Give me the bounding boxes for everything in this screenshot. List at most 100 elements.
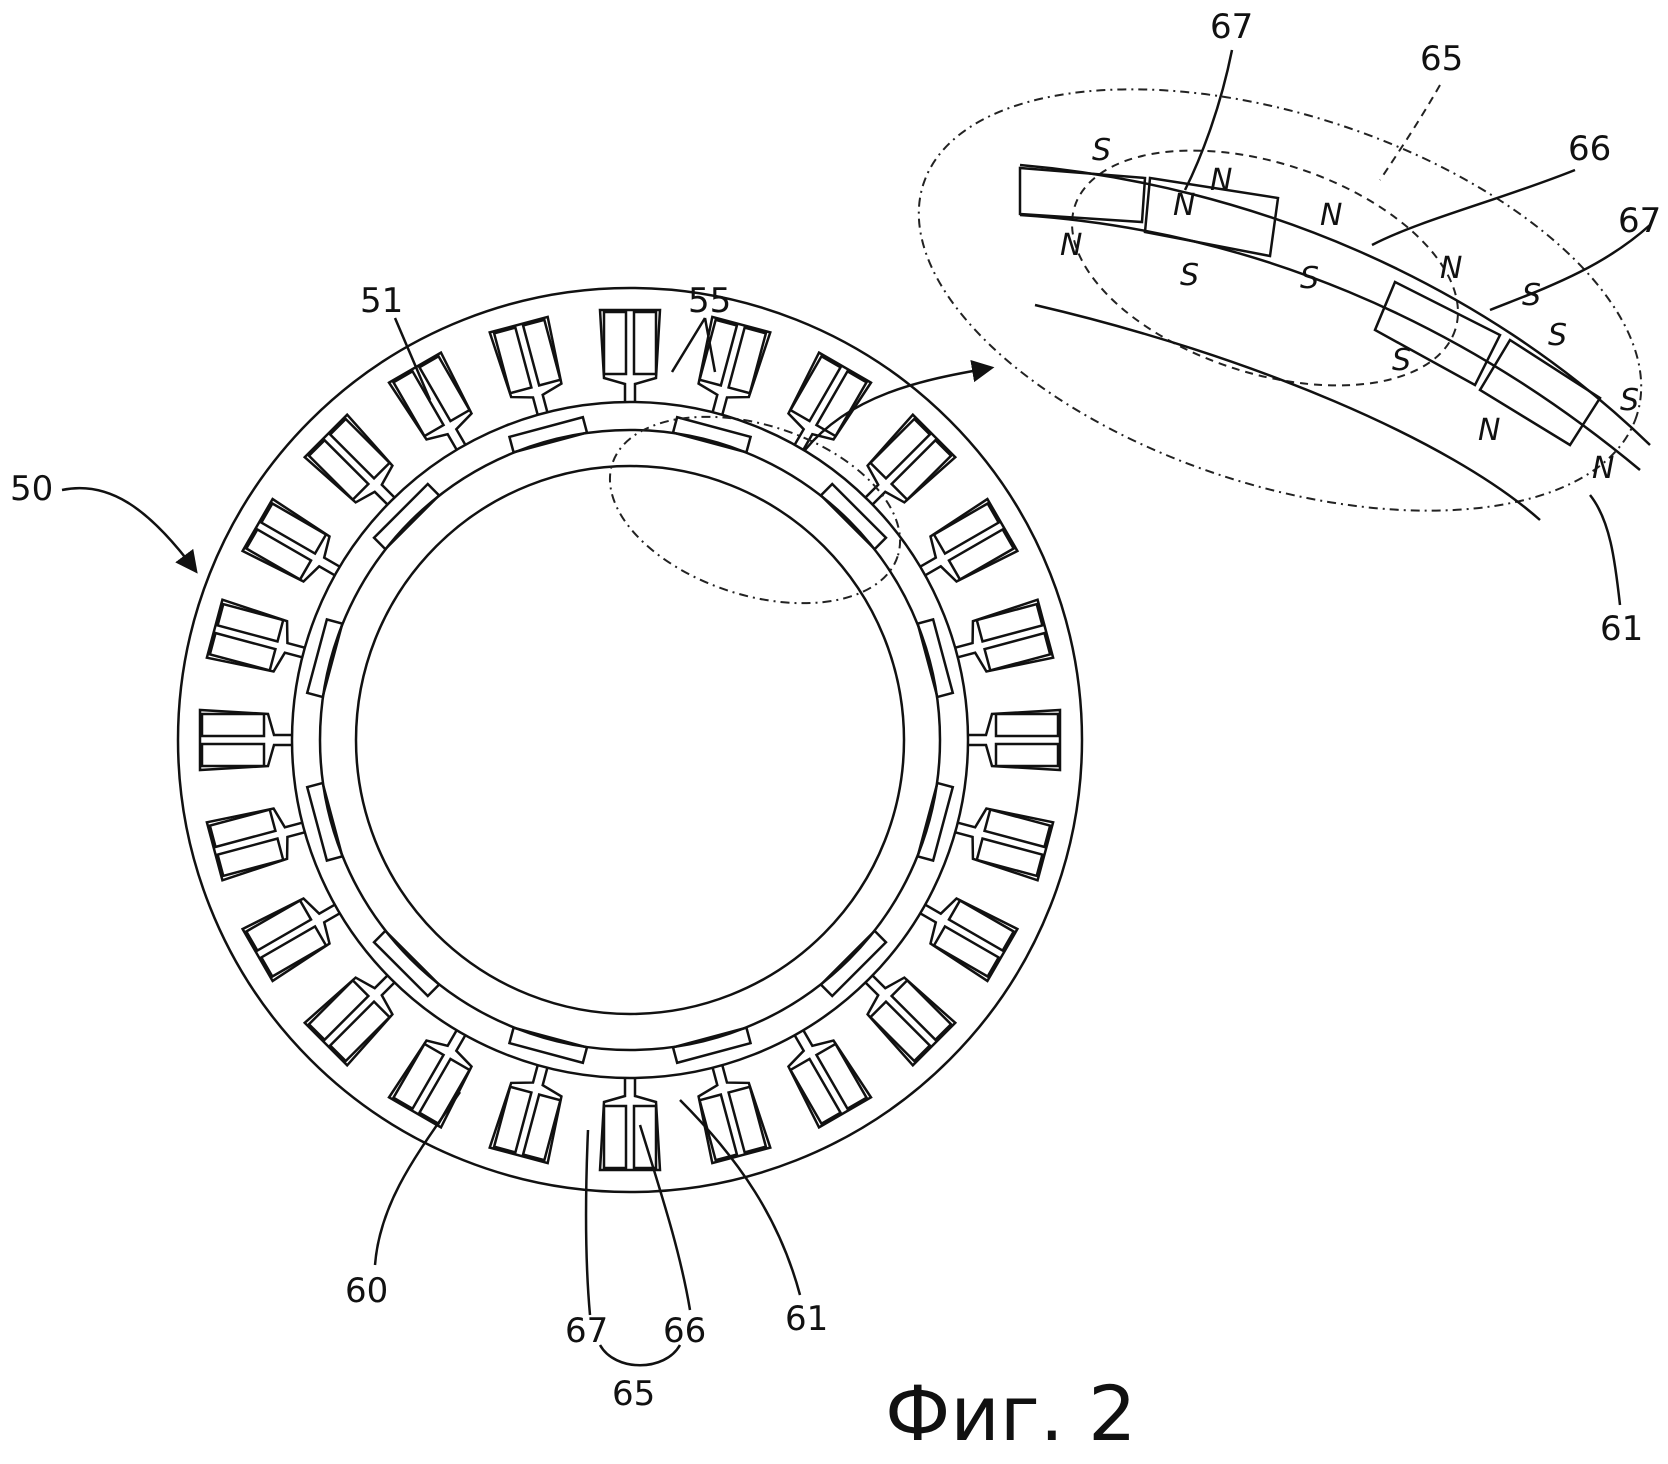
slot-winding <box>216 602 285 643</box>
rotor-magnet <box>507 415 589 454</box>
svg-text:N: N <box>1440 251 1462 286</box>
stator-slot <box>697 315 772 416</box>
leader-detail-65 <box>1379 84 1441 181</box>
stator-slot <box>205 598 306 673</box>
svg-text:S: S <box>1180 258 1199 293</box>
leader-50 <box>61 486 198 574</box>
slot-winding <box>307 978 371 1042</box>
rotor-magnet <box>372 482 441 551</box>
svg-text:S: S <box>1092 133 1111 168</box>
slot-winding <box>259 924 328 979</box>
svg-text:S: S <box>1548 318 1567 353</box>
stator-slot <box>919 896 1020 983</box>
slot-winding <box>208 631 277 672</box>
rotor-magnet <box>372 929 441 998</box>
slot-winding <box>698 318 739 387</box>
slot-winding <box>994 742 1060 768</box>
slot-winding <box>391 1042 446 1111</box>
slot-winding <box>244 527 313 582</box>
slot-winding <box>932 924 1001 979</box>
rotor-magnet <box>819 929 888 998</box>
leader-lines <box>373 317 802 1367</box>
detail-view: S N N N N S S N S S S N S N 67 65 66 67 … <box>917 7 1661 649</box>
slot-winding <box>200 712 266 738</box>
detail-core-inner-arc <box>1034 303 1541 521</box>
slot-winding <box>328 999 392 1063</box>
stator-slot <box>488 1064 563 1165</box>
label-67-bottom: 67 <box>565 1311 608 1351</box>
stator-slot <box>302 974 396 1068</box>
rotor-magnets <box>305 415 955 1065</box>
detail-core-outer-arc <box>1019 163 1651 446</box>
svg-text:N: N <box>1478 413 1500 448</box>
svg-text:N: N <box>1060 228 1082 263</box>
slot-winding <box>994 712 1060 738</box>
rotor-magnet <box>671 415 753 454</box>
slot-winding <box>889 978 953 1042</box>
slot-winding <box>244 898 313 953</box>
slot-winding <box>492 1085 533 1154</box>
detail-label-61: 61 <box>1600 609 1643 649</box>
slot-winding <box>417 1057 472 1126</box>
detail-label-67-right: 67 <box>1618 201 1661 241</box>
svg-text:N: N <box>1320 198 1342 233</box>
detail-label-65: 65 <box>1420 39 1463 79</box>
stator-slot <box>205 807 306 882</box>
detail-outer-ellipse <box>917 88 1643 512</box>
slot-winding <box>328 417 392 481</box>
stator-core <box>176 286 1084 1194</box>
detail-poles: S N N N N S S N S S S N S N <box>1060 133 1639 486</box>
stator-slot <box>919 497 1020 584</box>
svg-text:S: S <box>1620 383 1639 418</box>
slot-winding <box>208 808 277 849</box>
rotor-magnet <box>305 781 344 863</box>
slot-winding <box>788 354 843 423</box>
label-51: 51 <box>360 281 403 321</box>
detail-magnet-a <box>1018 166 1147 224</box>
slot-winding <box>632 1104 658 1170</box>
slot-winding <box>868 999 932 1063</box>
slot-winding <box>259 501 328 556</box>
slot-winding <box>521 318 562 387</box>
detail-arrow <box>804 359 995 451</box>
stator-slot <box>598 308 662 402</box>
label-50: 50 <box>10 469 53 509</box>
detail-callout-ellipse <box>608 415 902 605</box>
stator-slot <box>864 974 958 1068</box>
stator-slot <box>954 807 1055 882</box>
stator-slot <box>954 598 1055 673</box>
leader-detail-66 <box>1371 168 1576 247</box>
label-55: 55 <box>688 281 731 321</box>
svg-text:N: N <box>1173 188 1195 223</box>
rotor <box>305 415 955 1065</box>
stator-slot <box>697 1064 772 1165</box>
detail-magnet-b <box>1143 176 1280 258</box>
rotor-magnet <box>916 781 955 863</box>
detail-label-67-top: 67 <box>1210 7 1253 47</box>
figure-caption: Фиг. 2 <box>885 1369 1136 1458</box>
leader-detail-67-right <box>1489 224 1651 312</box>
slot-winding <box>602 1104 628 1170</box>
stator-slot <box>488 315 563 416</box>
slot-winding <box>521 1093 562 1162</box>
rotor-magnet <box>916 617 955 699</box>
label-66-bottom: 66 <box>663 1311 706 1351</box>
rotor-magnet <box>305 617 344 699</box>
slot-winding <box>307 438 371 502</box>
svg-text:S: S <box>1522 278 1541 313</box>
slot-winding <box>814 1042 869 1111</box>
svg-text:N: N <box>1210 163 1232 198</box>
slot-winding <box>727 1085 768 1154</box>
slot-winding <box>932 501 1001 556</box>
stator-slot <box>598 1078 662 1172</box>
slot-winding <box>983 808 1052 849</box>
stator-slot <box>240 896 341 983</box>
stator-slot <box>387 1029 474 1130</box>
svg-text:S: S <box>1300 261 1319 296</box>
detail-label-66: 66 <box>1568 129 1611 169</box>
slot-winding <box>788 1057 843 1126</box>
slot-winding <box>947 527 1016 582</box>
detail-inner-ellipse <box>1071 149 1459 387</box>
label-60: 60 <box>345 1271 388 1311</box>
stator-slot <box>198 708 292 772</box>
